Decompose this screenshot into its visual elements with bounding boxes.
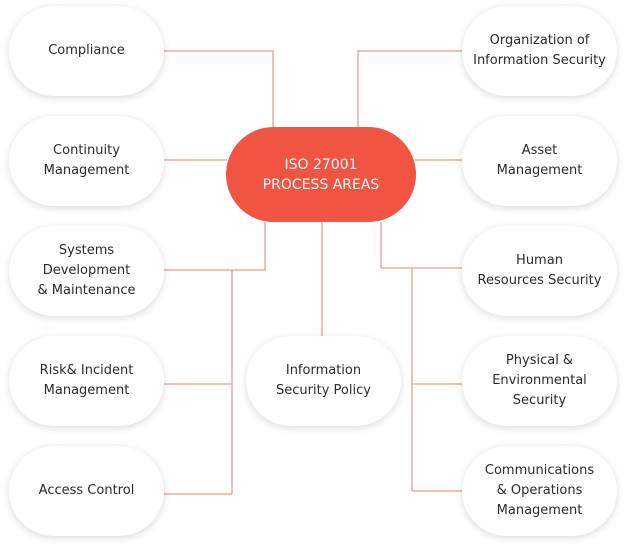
- node-continuity-management: Continuity Management: [9, 116, 164, 206]
- node-human-resources-security: Human Resources Security: [462, 226, 617, 316]
- node-compliance: Compliance: [9, 6, 164, 96]
- node-risk-incident-management: Risk& Incident Management: [9, 336, 164, 426]
- node-communications-operations-management: Communications & Operations Management: [462, 446, 617, 536]
- node-information-security-policy: Information Security Policy: [246, 336, 401, 426]
- connector-right-bus: [380, 222, 413, 491]
- node-organization-information-security: Organization of Information Security: [462, 6, 617, 96]
- node-access-control: Access Control: [9, 446, 164, 536]
- node-systems-development: Systems Development & Maintenance: [9, 226, 164, 316]
- connector-organization: [357, 50, 462, 128]
- node-physical-environmental-security: Physical & Environmental Security: [462, 336, 617, 426]
- connector-compliance: [164, 50, 274, 128]
- connector-left-bus: [231, 222, 266, 494]
- node-asset-management: Asset Management: [462, 116, 617, 206]
- center-node: ISO 27001 PROCESS AREAS: [226, 127, 416, 222]
